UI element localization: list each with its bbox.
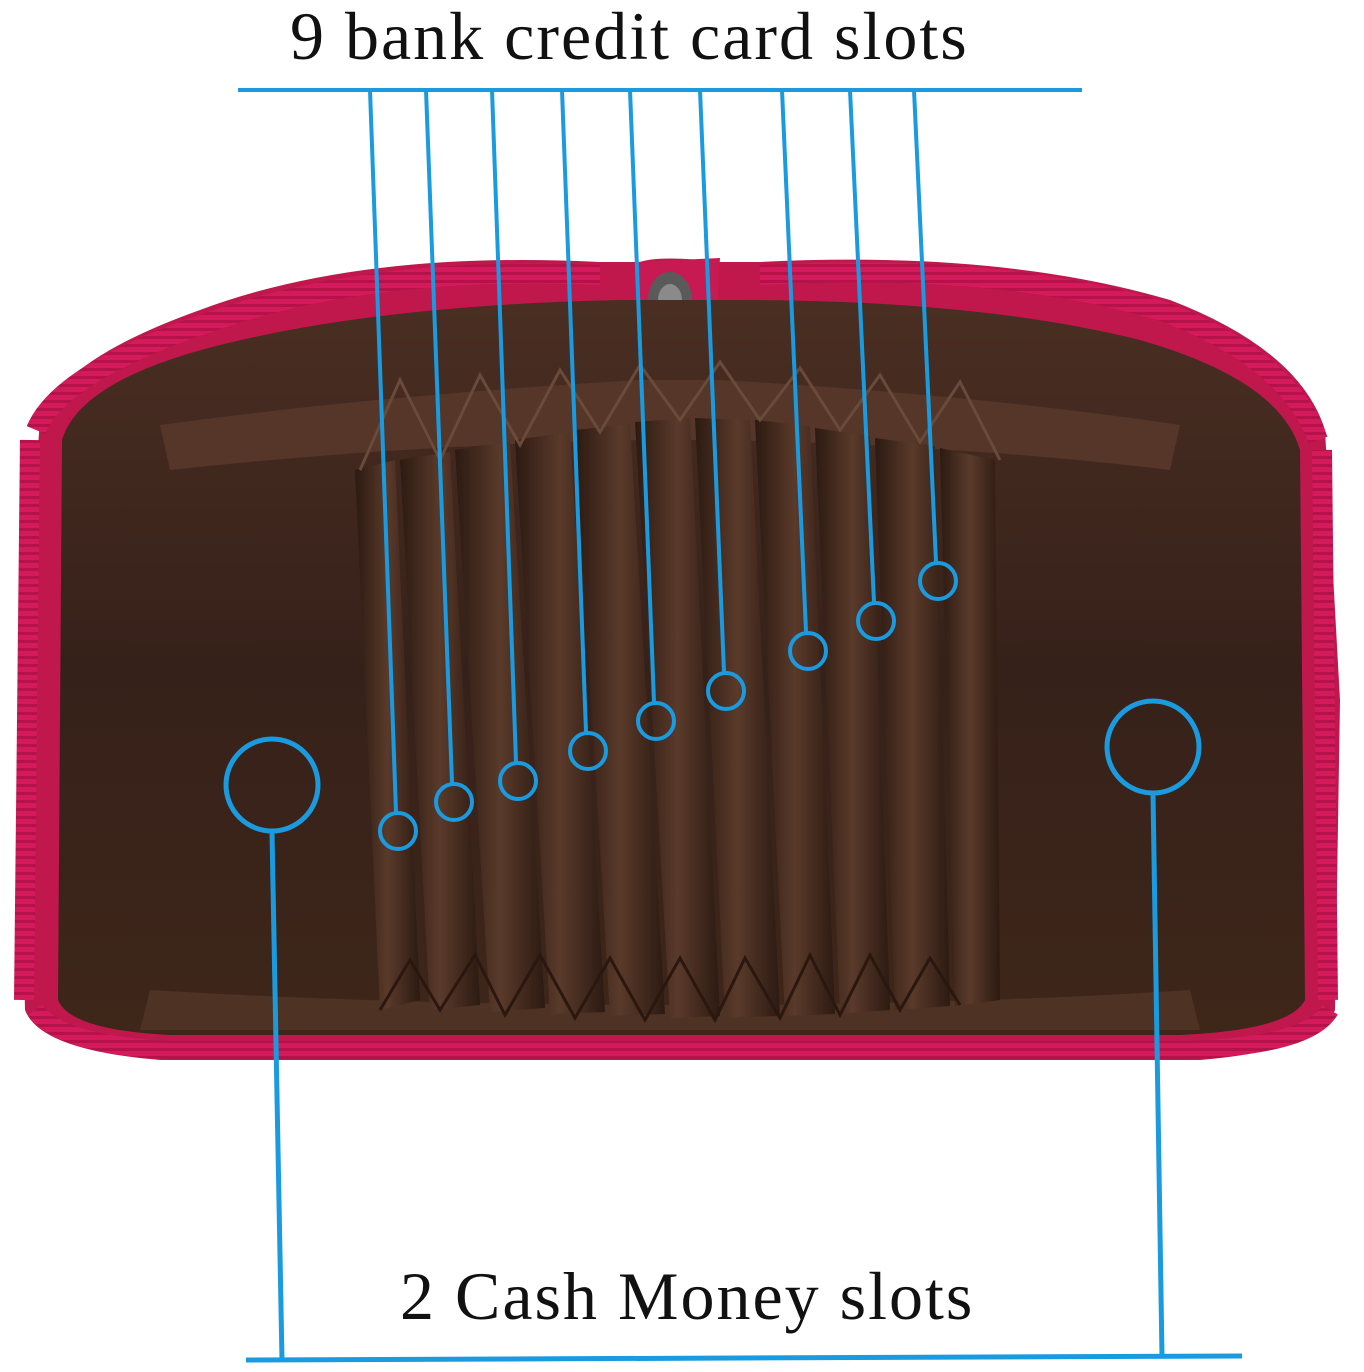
card-slot-marker-2 bbox=[434, 782, 474, 822]
card-slot-marker-8 bbox=[856, 601, 896, 641]
card-slot-marker-9 bbox=[918, 561, 958, 601]
cash-slot-callouts bbox=[223, 698, 1243, 1363]
bottom-callout-bar bbox=[245, 1353, 1243, 1363]
card-slots-caption: 9 bank credit card slots bbox=[290, 0, 969, 74]
card-slot-callouts bbox=[238, 88, 1082, 851]
card-slot-marker-7 bbox=[788, 631, 828, 671]
card-slot-marker-4 bbox=[568, 731, 608, 771]
card-slot-pleats bbox=[355, 359, 1002, 1024]
cash-slot-marker-right bbox=[1104, 698, 1202, 796]
card-slot-marker-1 bbox=[378, 811, 418, 851]
card-slot-marker-3 bbox=[498, 761, 538, 801]
card-slot-marker-5 bbox=[636, 701, 676, 741]
card-slot-marker-6 bbox=[706, 671, 746, 711]
cash-slots-caption: 2 Cash Money slots bbox=[400, 1258, 975, 1334]
cash-slot-marker-left bbox=[223, 736, 321, 834]
